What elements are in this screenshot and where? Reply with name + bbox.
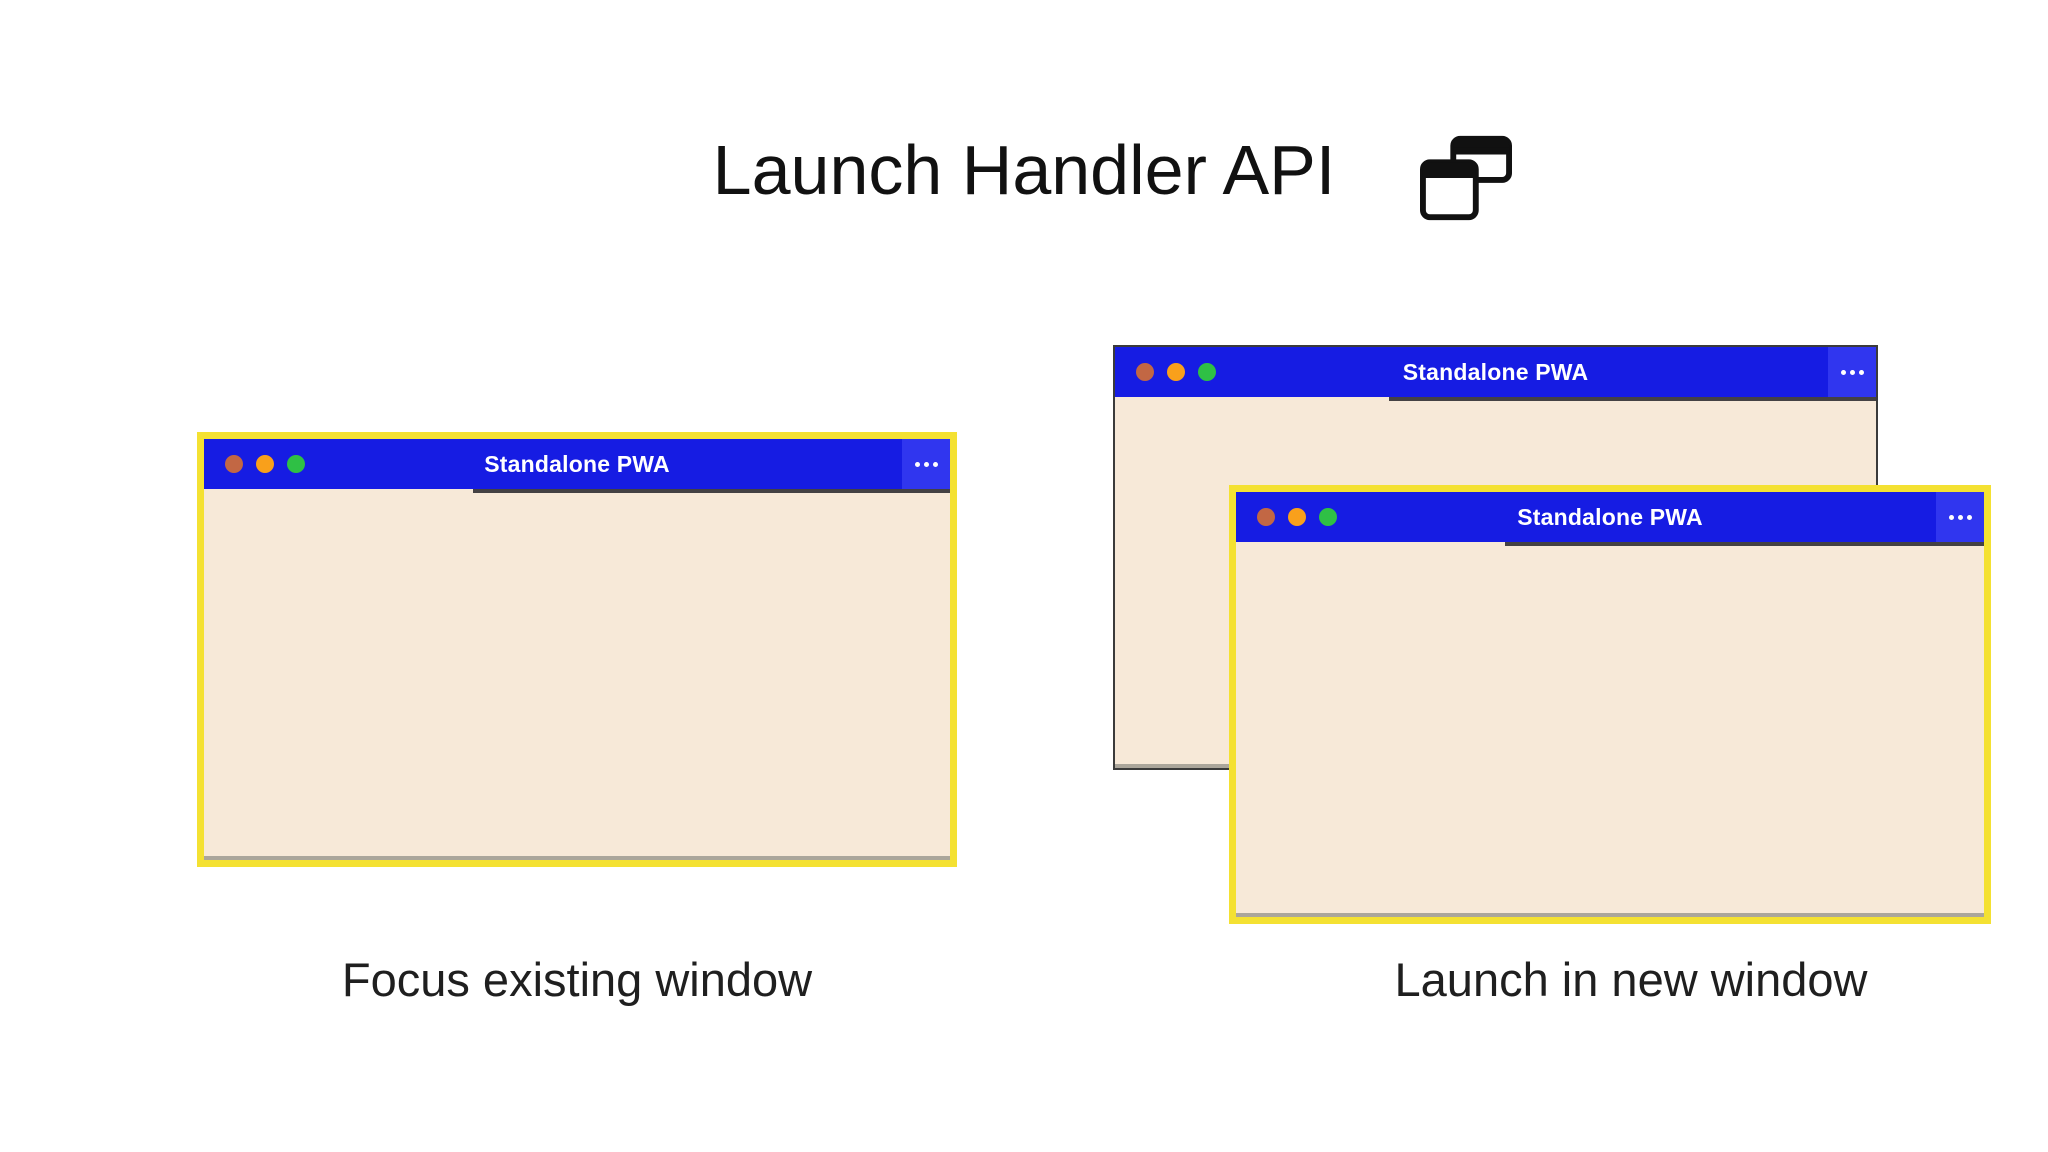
traffic-light-minimize-icon[interactable] bbox=[256, 455, 274, 473]
pwa-window-right-front-focused: Standalone PWA bbox=[1229, 485, 1991, 924]
traffic-light-maximize-icon[interactable] bbox=[287, 455, 305, 473]
window-title: Standalone PWA bbox=[1517, 503, 1703, 530]
window-content bbox=[1236, 542, 1984, 917]
ellipsis-icon[interactable] bbox=[1828, 347, 1876, 397]
traffic-light-close-icon[interactable] bbox=[225, 455, 243, 473]
window-content bbox=[204, 489, 950, 860]
traffic-light-close-icon[interactable] bbox=[1257, 508, 1275, 526]
window-title: Standalone PWA bbox=[1402, 358, 1589, 385]
traffic-light-maximize-icon[interactable] bbox=[1319, 508, 1337, 526]
caption-launch-in-new-window: Launch in new window bbox=[1394, 953, 1868, 1006]
traffic-light-minimize-icon[interactable] bbox=[1288, 508, 1306, 526]
traffic-lights bbox=[1257, 492, 1337, 542]
ellipsis-icon[interactable] bbox=[1936, 492, 1984, 542]
window-title: Standalone PWA bbox=[484, 450, 670, 477]
caption-focus-existing-window: Focus existing window bbox=[341, 953, 813, 1006]
titlebar-shadow-line bbox=[1505, 542, 1984, 546]
overlapping-windows-icon bbox=[1420, 133, 1512, 223]
traffic-light-minimize-icon[interactable] bbox=[1167, 363, 1185, 381]
titlebar: Standalone PWA bbox=[1236, 492, 1984, 546]
titlebar: Standalone PWA bbox=[204, 439, 950, 493]
traffic-light-maximize-icon[interactable] bbox=[1198, 363, 1216, 381]
titlebar: Standalone PWA bbox=[1115, 347, 1876, 401]
pwa-window-left-focused: Standalone PWA bbox=[197, 432, 957, 867]
titlebar-shadow-line bbox=[1388, 397, 1876, 401]
ellipsis-icon[interactable] bbox=[902, 439, 950, 489]
traffic-lights bbox=[1136, 347, 1216, 397]
traffic-light-close-icon[interactable] bbox=[1136, 363, 1154, 381]
page-title: Launch Handler API bbox=[712, 131, 1336, 209]
titlebar-shadow-line bbox=[472, 489, 950, 493]
traffic-lights bbox=[225, 439, 305, 489]
